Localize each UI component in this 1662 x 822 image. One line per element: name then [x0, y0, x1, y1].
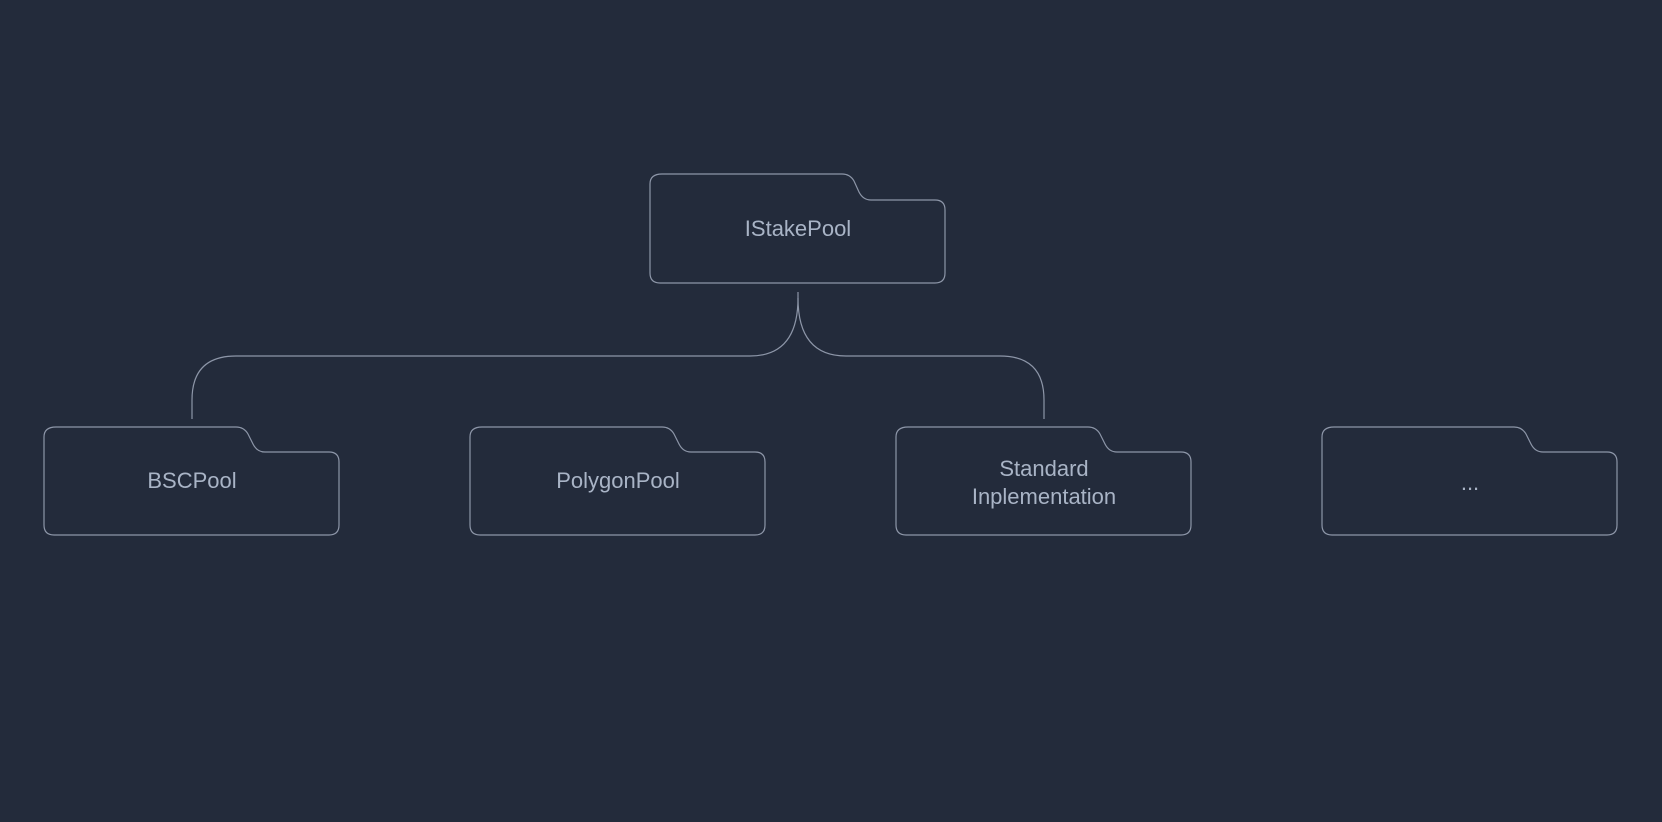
- connector-to-bscpool: [191, 297, 799, 419]
- folder-shape-polygonpool: [469, 426, 766, 536]
- folder-shape-ellipsis: [1321, 426, 1618, 536]
- node-istakepool: IStakePool: [649, 173, 946, 284]
- node-label-istakepool: IStakePool: [745, 216, 851, 241]
- connector-to-standard-implementation: [797, 297, 1045, 419]
- node-polygonpool: PolygonPool: [469, 426, 766, 536]
- node-label-polygonpool: PolygonPool: [556, 468, 680, 493]
- node-ellipsis: ...: [1321, 426, 1618, 536]
- node-label-standard-line1: Standard: [999, 456, 1088, 481]
- node-label-bscpool: BSCPool: [147, 468, 236, 493]
- folder-shape-standard-implementation: [895, 426, 1192, 536]
- node-standard-implementation: Standard Inplementation: [895, 426, 1192, 536]
- node-bscpool: BSCPool: [43, 426, 340, 536]
- node-label-ellipsis: ...: [1461, 470, 1479, 495]
- folder-shape-bscpool: [43, 426, 340, 536]
- folder-shape-istakepool: [649, 173, 946, 284]
- node-label-standard-line2: Inplementation: [972, 484, 1116, 509]
